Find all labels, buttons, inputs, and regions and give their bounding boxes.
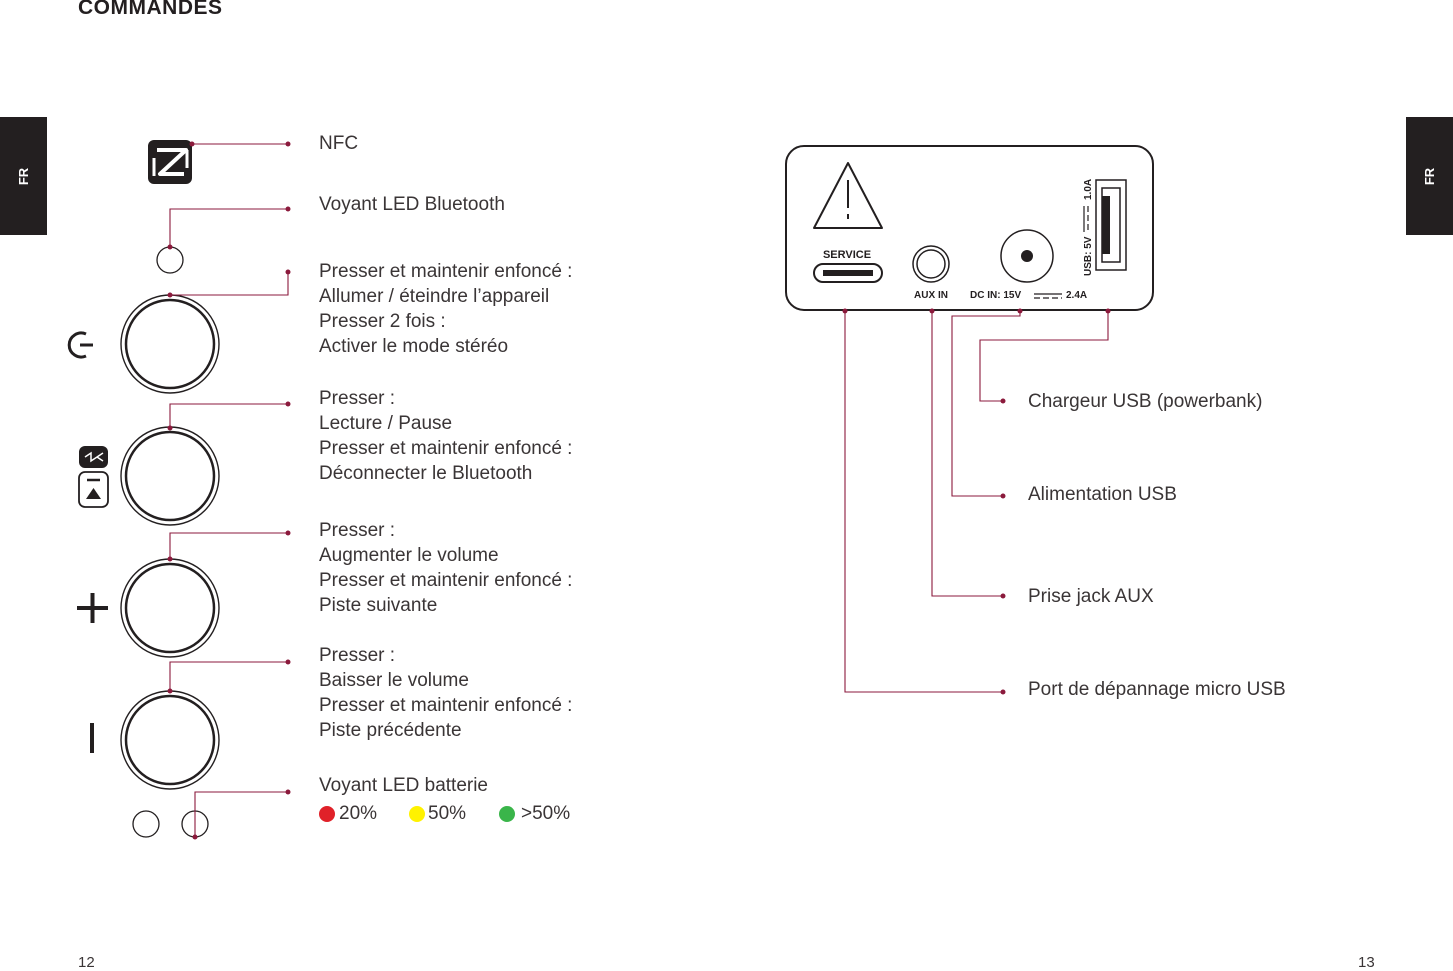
usb-current-label: 1.0A [1083,179,1094,200]
label-line: Lecture / Pause [319,413,453,434]
aux-jack-label: Prise jack AUX [1028,586,1154,607]
plus-icon [77,593,108,623]
label-line: Voyant LED Bluetooth [319,194,505,215]
usb-power-label: Alimentation USB [1028,484,1177,505]
battery-led-left [132,810,160,838]
nfc-label: NFC [319,131,358,156]
volume-down-button[interactable] [120,690,220,790]
label-line: Presser et maintenir enfoncé : [319,438,573,459]
led-red-dot [319,806,335,822]
leader-dots-left [167,141,291,840]
language-tab-left: FR [0,117,47,235]
label-line: Presser 2 fois : [319,311,446,332]
label-line: Baisser le volume [319,670,469,691]
micro-usb-label: Port de dépannage micro USB [1028,679,1286,700]
volume-up-button[interactable] [120,558,220,658]
led-yellow-dot [409,806,425,822]
leader-dots-right [842,308,1111,695]
label-line: Activer le mode stéréo [319,336,509,357]
dc-in-port [1000,229,1054,283]
led-green-dot [499,806,515,822]
label-line: Presser et maintenir enfoncé : [319,261,573,282]
label-line: Presser : [319,520,396,541]
bluetooth-led [156,246,184,274]
page-title: COMMANDES [78,0,223,19]
dc-in-label: DC IN: 15V [970,290,1021,301]
volume-up-label: Presser : Augmenter le volume Presser et… [319,518,572,618]
leader-lines-left [169,143,289,837]
page-number-right: 13 [1358,954,1375,971]
bluetooth-play-pause-icon [78,446,109,508]
label-line: Déconnecter le Bluetooth [319,463,533,484]
play-pause-label: Presser : Lecture / Pause Presser et mai… [319,386,572,486]
volume-down-label: Presser : Baisser le volume Presser et m… [319,643,572,743]
play-pause-button[interactable] [120,426,220,526]
service-label: SERVICE [823,249,871,261]
usb-spec-label: USB: 5V [1083,236,1094,276]
leader-lines-right [844,311,1109,693]
rear-panel [785,145,1154,311]
dc-current-label: 2.4A [1066,290,1087,301]
power-button[interactable] [120,294,220,394]
warning-icon [813,162,883,229]
power-icon [67,331,93,359]
power-button-label: Presser et maintenir enfoncé : Allumer /… [319,259,572,359]
label-line: Voyant LED batterie [319,775,488,796]
label-line: Presser et maintenir enfoncé : [319,570,573,591]
bluetooth-led-label: Voyant LED Bluetooth [319,192,505,217]
battery-led-label: Voyant LED batterie [319,773,488,798]
language-tab-right: FR [1406,117,1453,235]
page-number-left: 12 [78,954,95,971]
label-line: Allumer / éteindre l’appareil [319,286,550,307]
label-line: Presser : [319,388,396,409]
aux-in-label: AUX IN [914,290,948,301]
label-line: Presser et maintenir enfoncé : [319,695,573,716]
label-line: Piste suivante [319,595,438,616]
label-line: Augmenter le volume [319,545,499,566]
usb-port [1095,179,1127,271]
battery-level-green: >50% [521,803,571,824]
battery-level-yellow: 50% [428,803,467,824]
service-port [813,263,883,283]
nfc-icon [148,140,192,184]
aux-jack [912,245,950,283]
label-line: Presser : [319,645,396,666]
label-line: NFC [319,133,359,154]
usb-charger-label: Chargeur USB (powerbank) [1028,391,1263,412]
label-line: Piste précédente [319,720,462,741]
battery-level-red: 20% [339,803,378,824]
